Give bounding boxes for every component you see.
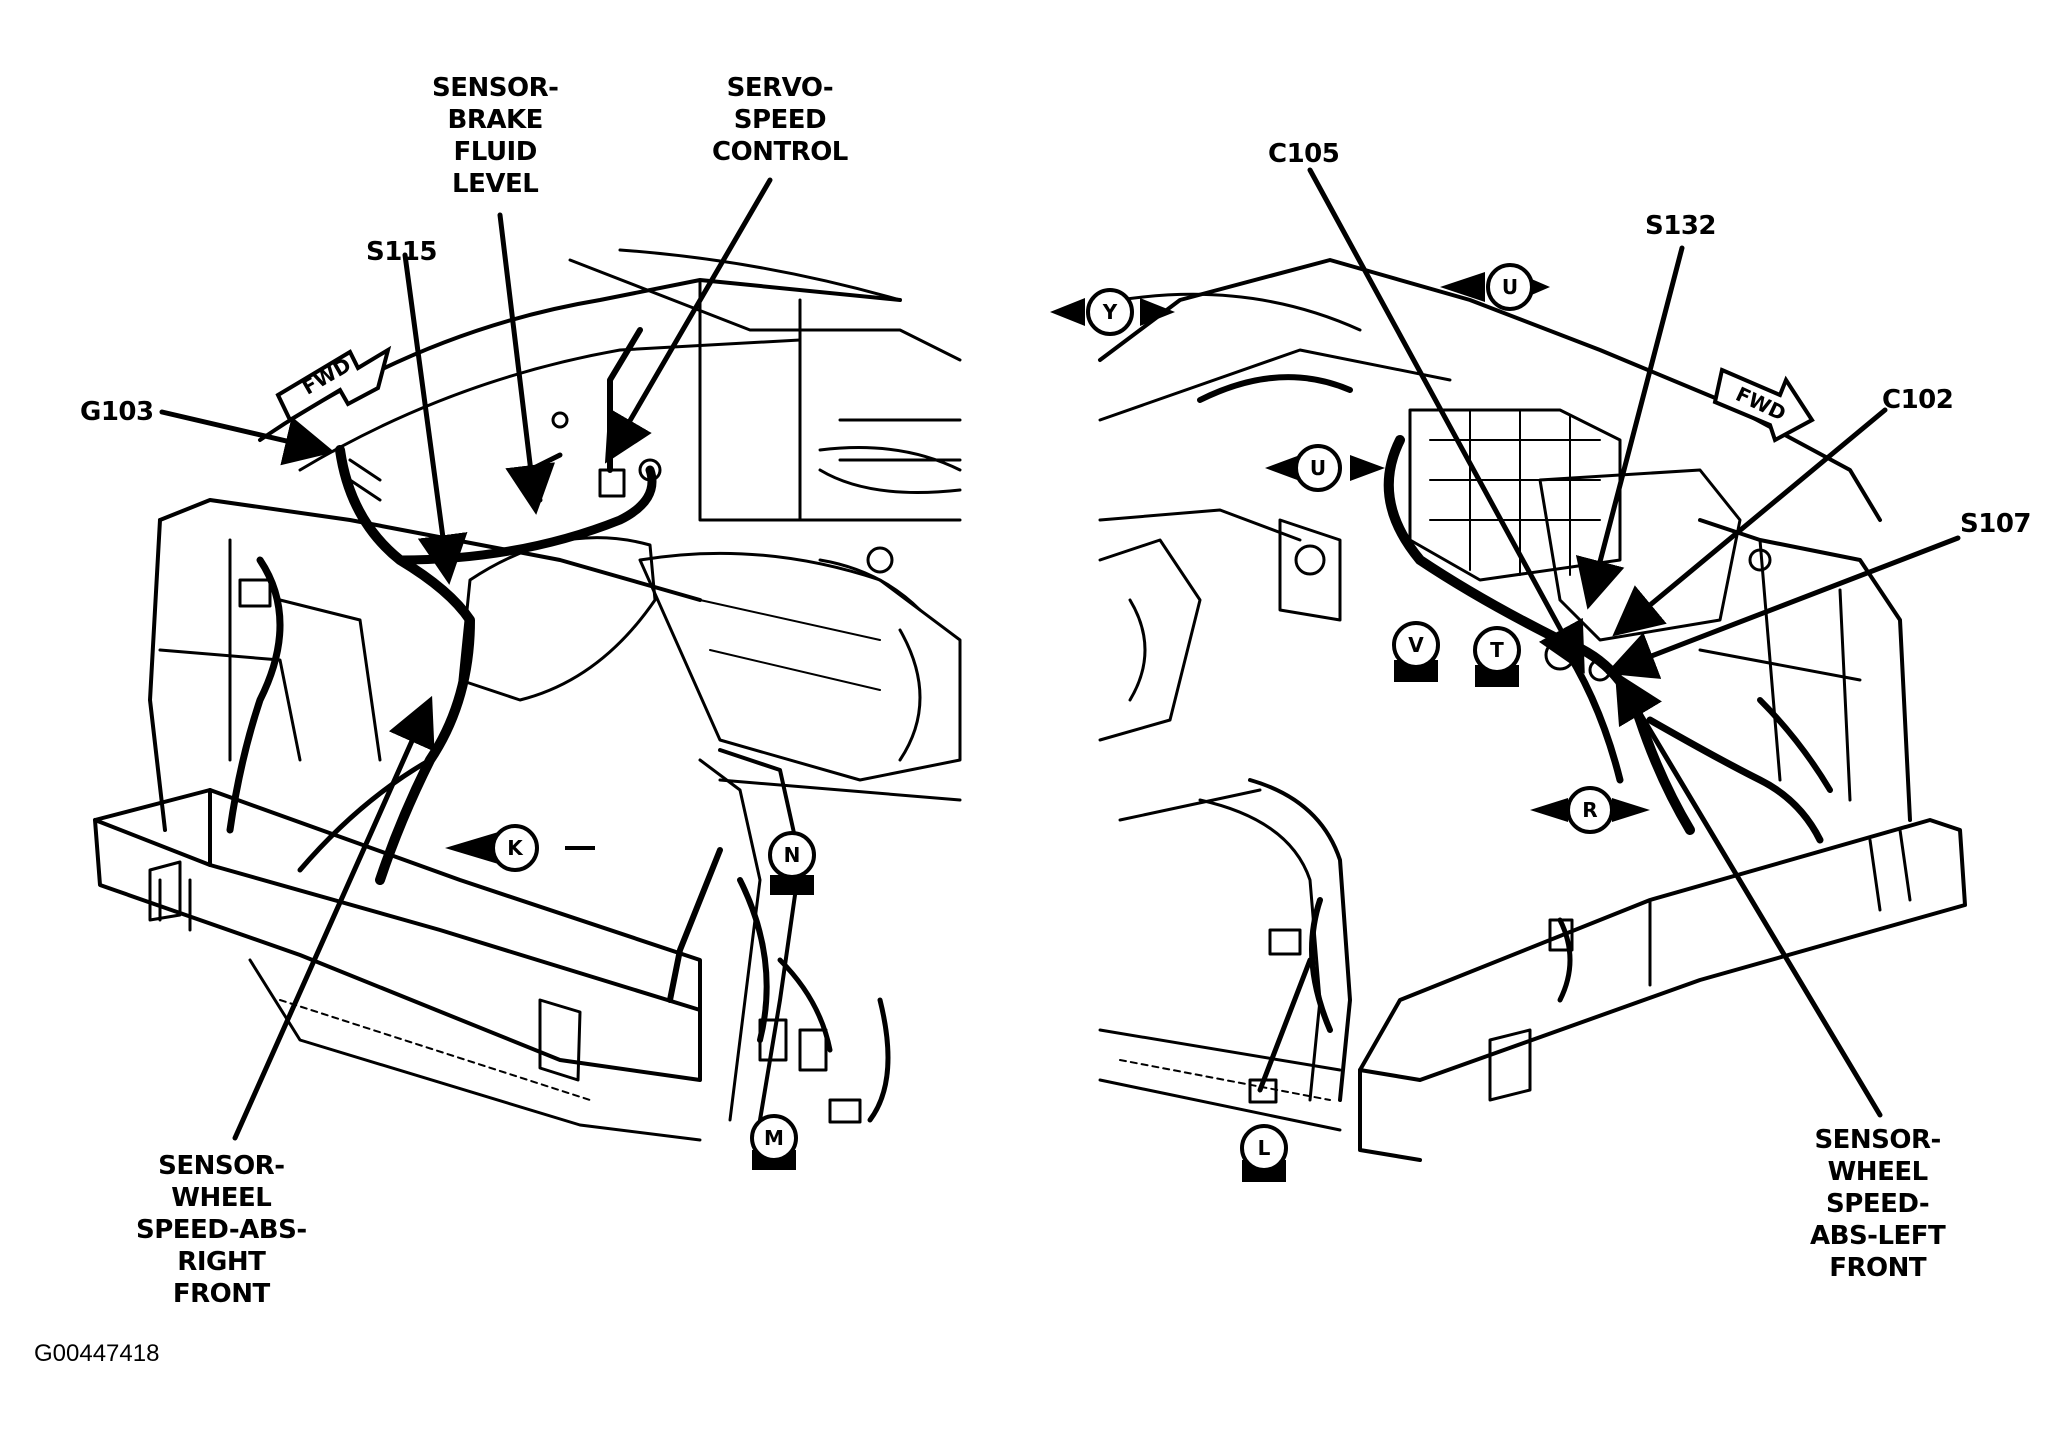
callout-line: S107	[1960, 509, 2032, 539]
leader-sensor-wheel-lf	[1614, 671, 1883, 1118]
leader-lines	[159, 167, 1961, 1141]
callout-servo-speed-control: SERVO- SPEED CONTROL	[712, 72, 848, 168]
callout-line: SPEED-ABS-	[136, 1215, 307, 1245]
view-marker-v: V	[1392, 621, 1440, 682]
right-engine-compartment	[1098, 258, 1967, 1162]
callout-line: C102	[1882, 385, 1954, 415]
view-marker-n: N	[768, 831, 816, 895]
view-marker-u-top: U	[1440, 263, 1550, 311]
callout-line: WHEEL	[171, 1183, 272, 1213]
leader-c102	[1612, 407, 1888, 637]
svg-text:Y: Y	[1102, 300, 1118, 324]
leader-g103	[159, 409, 335, 466]
callout-line: SPEED-	[1826, 1189, 1930, 1219]
callout-line: CONTROL	[712, 137, 848, 167]
svg-text:M: M	[764, 1126, 784, 1150]
callout-line: RIGHT	[177, 1247, 266, 1277]
svg-text:V: V	[1408, 633, 1424, 657]
leader-s107	[1605, 535, 1961, 679]
svg-text:U: U	[1502, 275, 1518, 299]
callout-line: WHEEL	[1827, 1157, 1929, 1187]
view-marker-l: L	[1240, 1124, 1288, 1182]
svg-text:U: U	[1310, 456, 1326, 480]
view-marker-r: R	[1530, 786, 1650, 834]
svg-text:T: T	[1490, 638, 1504, 662]
callout-line: G103	[80, 397, 154, 427]
leader-sensor-wheel-rf	[232, 695, 435, 1141]
svg-text:L: L	[1258, 1136, 1271, 1160]
leader-servo-speed-control	[604, 177, 773, 464]
callout-s107: S107	[1960, 508, 2032, 540]
view-marker-y: Y	[1050, 288, 1175, 336]
view-marker-t: T	[1473, 626, 1521, 687]
callout-line: FLUID	[453, 137, 538, 167]
callout-line: FRONT	[1829, 1253, 1927, 1283]
callout-g103: G103	[80, 396, 154, 428]
svg-text:R: R	[1582, 798, 1597, 822]
svg-text:N: N	[784, 843, 801, 867]
callout-line: LEVEL	[452, 169, 539, 199]
callout-c102: C102	[1882, 384, 1954, 416]
callout-sensor-wheel-speed-abs-left-front: SENSOR- WHEEL SPEED- ABS-LEFT FRONT	[1810, 1124, 1946, 1284]
left-engine-compartment	[93, 248, 962, 1142]
callout-line: BRAKE	[447, 105, 544, 135]
callout-c105: C105	[1268, 138, 1340, 170]
callout-line: SPEED	[733, 105, 827, 135]
callout-line: SENSOR-	[432, 73, 559, 103]
leader-s132	[1575, 245, 1685, 610]
callout-line: SENSOR-	[1814, 1125, 1941, 1155]
callout-line: SENSOR-	[158, 1151, 285, 1181]
callout-sensor-brake-fluid-level: SENSOR- BRAKE FLUID LEVEL	[432, 72, 559, 200]
callout-line: C105	[1268, 139, 1340, 169]
callout-line: ABS-LEFT	[1810, 1221, 1946, 1251]
svg-text:K: K	[507, 836, 524, 860]
callout-line: S132	[1645, 211, 1717, 241]
figure-id: G00447418	[34, 1340, 160, 1367]
fwd-arrow-right: FWD	[1712, 367, 1815, 443]
callout-line: S115	[366, 237, 438, 267]
view-marker-k: K	[445, 824, 595, 872]
callout-s115: S115	[366, 236, 438, 268]
view-marker-u-mid: U	[1265, 444, 1385, 492]
callout-sensor-wheel-speed-abs-right-front: SENSOR- WHEEL SPEED-ABS- RIGHT FRONT	[136, 1150, 307, 1310]
leader-sensor-brake-fluid	[497, 212, 556, 515]
leader-c105	[1307, 167, 1585, 674]
leader-s115	[402, 252, 468, 585]
callout-line: SERVO-	[726, 73, 834, 103]
callout-line: FRONT	[172, 1279, 270, 1309]
fwd-arrow-left: FWD	[275, 345, 392, 423]
view-marker-m: M	[750, 1114, 798, 1170]
callout-s132: S132	[1645, 210, 1717, 242]
